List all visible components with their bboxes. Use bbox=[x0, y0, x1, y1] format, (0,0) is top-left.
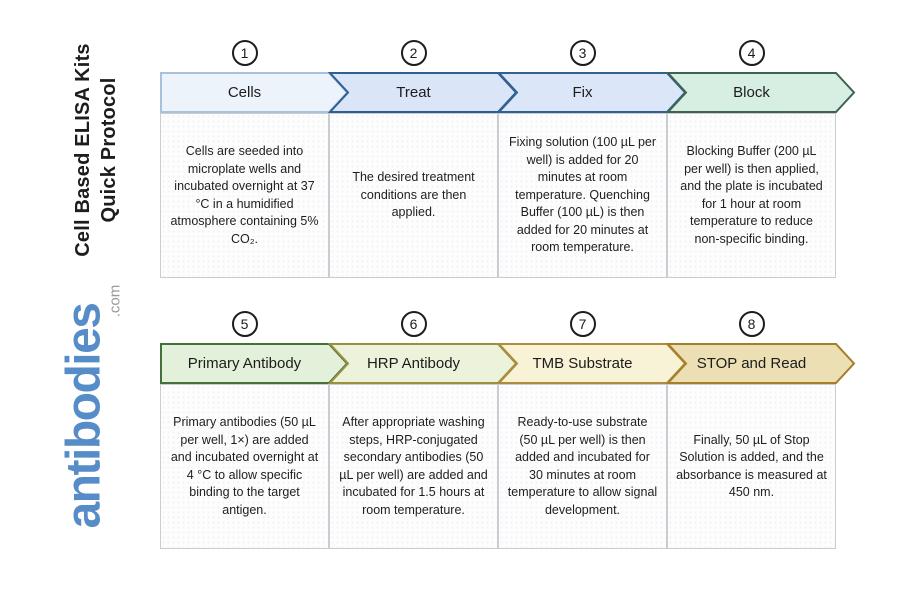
step-header: Cells bbox=[160, 72, 349, 113]
step-description: The desired treatment conditions are the… bbox=[352, 170, 475, 220]
step-fix: 3 Fix Fixing solution (100 µL per well) … bbox=[496, 40, 687, 278]
step-cells: 1 Cells Cells are seeded into microplate… bbox=[160, 40, 349, 278]
step-number-badge: 5 bbox=[231, 311, 258, 337]
step-number-badge: 1 bbox=[231, 40, 258, 66]
logo-domain-suffix: .com bbox=[106, 284, 124, 318]
step-description-box: Primary antibodies (50 µL per well, 1×) … bbox=[160, 384, 329, 549]
step-title: TMB Substrate bbox=[532, 355, 633, 372]
step-number: 6 bbox=[409, 316, 418, 332]
step-number-badge: 7 bbox=[569, 311, 596, 337]
arrow-banner-icon bbox=[665, 72, 856, 113]
arrow-shape bbox=[665, 72, 856, 113]
step-header: Fix bbox=[496, 72, 687, 113]
step-description: Finally, 50 µL of Stop Solution is added… bbox=[676, 432, 827, 500]
step-number: 5 bbox=[240, 316, 249, 332]
step-number: 7 bbox=[578, 316, 587, 332]
step-title: STOP and Read bbox=[696, 355, 807, 372]
step-description-box: Fixing solution (100 µL per well) is add… bbox=[498, 113, 667, 278]
step-header: Treat bbox=[327, 72, 518, 113]
protocol-row-1: 1 Cells Cells are seeded into microplate… bbox=[160, 40, 860, 278]
arrow-shape bbox=[665, 343, 856, 384]
step-number-badge: 8 bbox=[738, 311, 765, 337]
step-number-badge: 3 bbox=[569, 40, 596, 66]
step-number: 3 bbox=[578, 45, 587, 61]
step-description: Blocking Buffer (200 µL per well) is the… bbox=[680, 144, 823, 246]
page-title: Cell Based ELISA Kits Quick Protocol bbox=[70, 43, 122, 257]
step-title: Block bbox=[733, 84, 770, 101]
step-block: 4 Block Blocking Buffer (200 µL per well… bbox=[665, 40, 856, 278]
step-description: Primary antibodies (50 µL per well, 1×) … bbox=[170, 415, 319, 517]
protocol-row-2: 5 Primary Antibody Primary antibodies (5… bbox=[160, 311, 860, 549]
step-description: Ready-to-use substrate (50 µL per well) … bbox=[507, 415, 658, 517]
step-title: Primary Antibody bbox=[187, 355, 302, 372]
step-header: Block bbox=[665, 72, 856, 113]
step-title: HRP Antibody bbox=[366, 355, 461, 372]
step-description: Cells are seeded into microplate wells a… bbox=[170, 144, 319, 246]
step-number: 8 bbox=[747, 316, 756, 332]
antibodies-logo: antibodies bbox=[57, 303, 111, 529]
step-header: STOP and Read bbox=[665, 343, 856, 384]
step-number: 4 bbox=[747, 45, 756, 61]
step-description: After appropriate washing steps, HRP-con… bbox=[339, 415, 488, 517]
page-title-line2: Quick Protocol bbox=[98, 77, 120, 223]
step-number: 2 bbox=[409, 45, 418, 61]
step-stop-and-read: 8 STOP and Read Finally, 50 µL of Stop S… bbox=[665, 311, 856, 549]
step-header: Primary Antibody bbox=[160, 343, 349, 384]
step-title: Fix bbox=[572, 84, 593, 101]
step-description-box: Ready-to-use substrate (50 µL per well) … bbox=[498, 384, 667, 549]
step-treat: 2 Treat The desired treatment conditions… bbox=[327, 40, 518, 278]
step-description-box: Cells are seeded into microplate wells a… bbox=[160, 113, 329, 278]
step-description-box: Finally, 50 µL of Stop Solution is added… bbox=[667, 384, 836, 549]
step-title: Treat bbox=[396, 84, 431, 101]
arrow-banner-icon bbox=[665, 343, 856, 384]
step-header: HRP Antibody bbox=[327, 343, 518, 384]
step-primary-antibody: 5 Primary Antibody Primary antibodies (5… bbox=[160, 311, 349, 549]
page-title-line1: Cell Based ELISA Kits bbox=[72, 43, 94, 257]
step-tmb-substrate: 7 TMB Substrate Ready-to-use substrate (… bbox=[496, 311, 687, 549]
step-header: TMB Substrate bbox=[496, 343, 687, 384]
step-title: Cells bbox=[227, 84, 262, 101]
step-description-box: Blocking Buffer (200 µL per well) is the… bbox=[667, 113, 836, 278]
step-number-badge: 6 bbox=[400, 311, 427, 337]
step-description-box: After appropriate washing steps, HRP-con… bbox=[329, 384, 498, 549]
step-number-badge: 2 bbox=[400, 40, 427, 66]
step-number-badge: 4 bbox=[738, 40, 765, 66]
step-hrp-antibody: 6 HRP Antibody After appropriate washing… bbox=[327, 311, 518, 549]
step-description: Fixing solution (100 µL per well) is add… bbox=[508, 135, 657, 255]
step-description-box: The desired treatment conditions are the… bbox=[329, 113, 498, 278]
step-number: 1 bbox=[240, 45, 249, 61]
